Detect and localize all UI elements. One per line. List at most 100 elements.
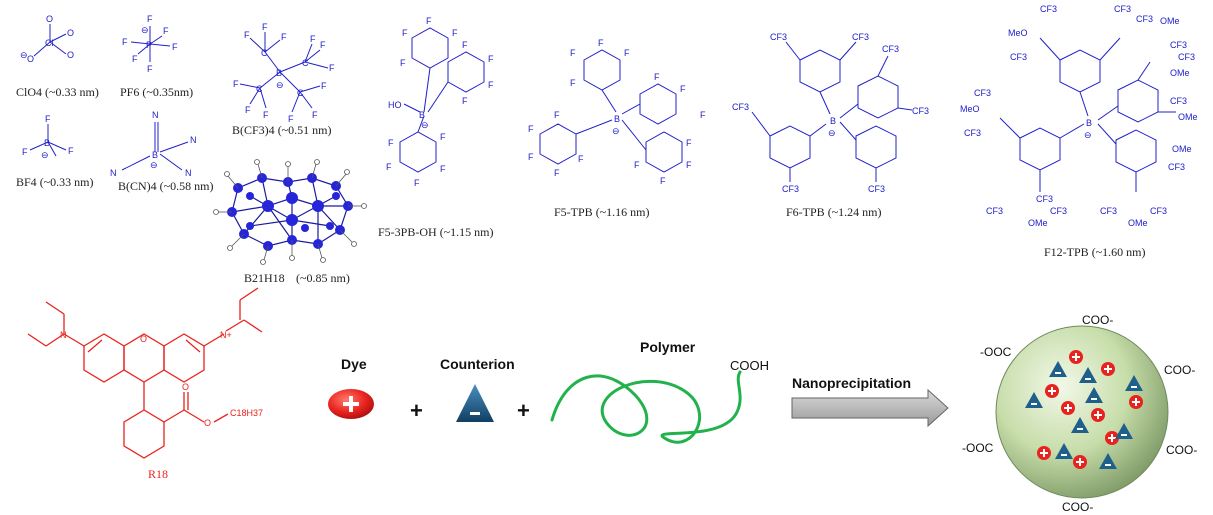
svg-text:CF3: CF3 (1114, 4, 1131, 14)
svg-text:B: B (152, 150, 158, 160)
svg-text:CF3: CF3 (1010, 52, 1027, 62)
nanoprecipitation-arrow (791, 388, 949, 428)
cooh-label: COOH (730, 358, 769, 373)
svg-text:F: F (440, 132, 446, 142)
particle-counterion (1125, 375, 1143, 391)
svg-text:F: F (452, 28, 458, 38)
particle-counterion (1115, 423, 1133, 439)
svg-text:CF3: CF3 (974, 88, 991, 98)
surface-group-bottom: COO- (1062, 500, 1093, 514)
f12-tpb-structure: B ⊖ CF3 MeO CF3 CF3 CF3 OMe CF3 CF3 OMe … (960, 4, 1198, 228)
svg-text:CF3: CF3 (882, 44, 899, 54)
clo4-center-atom: Cl (45, 38, 54, 48)
svg-text:CF3: CF3 (1168, 162, 1185, 172)
svg-text:CF3: CF3 (852, 32, 869, 42)
f5-3pb-oh-label: F5-3PB-OH (~1.15 nm) (378, 225, 494, 239)
svg-text:F: F (310, 34, 316, 44)
pf6-label: PF6 (~0.35nm) (120, 85, 193, 99)
svg-text:F: F (414, 178, 420, 188)
svg-text:O: O (67, 28, 74, 38)
svg-text:F: F (634, 160, 640, 170)
svg-text:C18H37: C18H37 (230, 408, 263, 418)
surface-group-right-top: COO- (1164, 363, 1195, 377)
dye-label: Dye (341, 356, 367, 372)
svg-text:OMe: OMe (1128, 218, 1148, 228)
svg-text:C: C (261, 48, 268, 58)
svg-text:B: B (830, 116, 836, 126)
svg-text:F: F (320, 40, 326, 50)
svg-text:CF3: CF3 (1150, 206, 1167, 216)
particle-counterion (1079, 367, 1097, 383)
svg-text:F: F (22, 147, 28, 157)
svg-text:F: F (578, 154, 584, 164)
svg-text:B: B (614, 114, 620, 124)
svg-text:F: F (570, 78, 576, 88)
svg-text:CF3: CF3 (1136, 14, 1153, 24)
f12-tpb-label: F12-TPB (~1.60 nm) (1044, 245, 1146, 259)
particle-counterion (1025, 392, 1043, 408)
svg-text:CF3: CF3 (1040, 4, 1057, 14)
svg-text:CF3: CF3 (964, 128, 981, 138)
surface-group-right-bottom: COO- (1166, 443, 1197, 457)
svg-text:F: F (172, 42, 178, 52)
svg-text:F: F (554, 110, 560, 120)
svg-text:MeO: MeO (1008, 28, 1028, 38)
plus-sign-2: + (517, 398, 530, 423)
svg-text:MeO: MeO (960, 104, 980, 114)
f5-3pb-oh-structure: B HO ⊖ F F F F F F F F F F F F F (386, 16, 494, 188)
nanoparticle-contents (1025, 350, 1143, 469)
svg-text:CF3: CF3 (868, 184, 885, 194)
svg-text:OMe: OMe (1172, 144, 1192, 154)
bf4-label: BF4 (~0.33 nm) (16, 175, 94, 189)
f5-tpb-label: F5-TPB (~1.16 nm) (554, 205, 650, 219)
svg-text:F: F (686, 160, 692, 170)
svg-text:F: F (233, 79, 239, 89)
svg-text:F: F (462, 96, 468, 106)
bcn4-label: B(CN)4 (~0.58 nm) (118, 179, 214, 193)
svg-text:⊖: ⊖ (150, 160, 158, 170)
svg-text:F: F (400, 58, 406, 68)
bcn4-structure: B N N N N ⊖ (110, 110, 197, 178)
svg-text:O: O (46, 14, 53, 24)
particle-counterion (1049, 361, 1067, 377)
svg-text:F: F (68, 146, 74, 156)
svg-text:P: P (146, 40, 152, 50)
svg-text:⊖: ⊖ (141, 25, 149, 35)
surface-group-top: COO- (1082, 313, 1113, 327)
svg-text:⊖: ⊖ (276, 80, 284, 90)
counterion-triangle-icon (456, 384, 494, 422)
svg-text:OMe: OMe (1160, 16, 1180, 26)
dye-cation-icon (328, 389, 374, 419)
svg-text:F: F (288, 114, 294, 124)
svg-text:F: F (654, 72, 660, 82)
svg-text:B: B (44, 138, 50, 148)
svg-text:F: F (132, 54, 138, 64)
f6-tpb-label: F6-TPB (~1.24 nm) (786, 205, 882, 219)
particle-counterion (1099, 453, 1117, 469)
svg-text:N: N (152, 110, 159, 120)
nanoparticle (995, 325, 1169, 499)
f5-tpb-structure: B ⊖ F F F F F F F F F F F F F F F F (528, 38, 706, 186)
svg-text:CF3: CF3 (770, 32, 787, 42)
b21h18-size: (~0.85 nm) (296, 271, 350, 285)
svg-text:F: F (680, 84, 686, 94)
bcf34-structure: B C C C C F F F F F F F F F F F F ⊖ (233, 22, 335, 124)
svg-text:F: F (321, 81, 327, 91)
svg-text:⊖: ⊖ (20, 50, 28, 60)
surface-group-left-bottom: -OOC (962, 441, 994, 455)
svg-text:CF3: CF3 (1178, 52, 1195, 62)
polymer-label: Polymer (640, 339, 696, 355)
svg-text:CF3: CF3 (782, 184, 799, 194)
b21h18-cluster (213, 159, 367, 265)
svg-text:F: F (660, 176, 666, 186)
svg-text:F: F (624, 48, 630, 58)
svg-text:F: F (147, 64, 153, 74)
r18-dye-structure: O N N+ O O C18H37 (27, 287, 263, 459)
svg-text:F: F (312, 110, 318, 120)
svg-text:F: F (488, 80, 494, 90)
svg-text:F: F (45, 114, 51, 124)
svg-text:O: O (204, 418, 211, 428)
svg-text:O: O (140, 334, 147, 344)
bf4-structure: B F F F ⊖ (22, 114, 74, 160)
